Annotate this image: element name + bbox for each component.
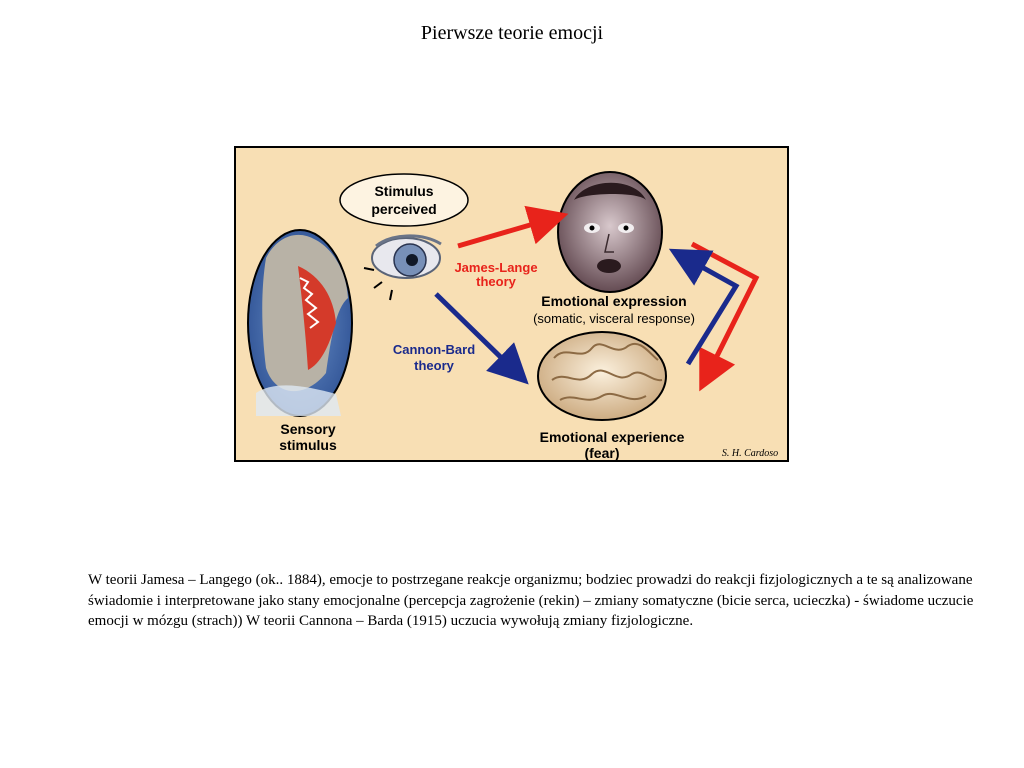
james-lange-line1: James-Lange bbox=[454, 260, 537, 275]
emotional-experience-sub: (fear) bbox=[584, 445, 619, 460]
shark-illustration bbox=[247, 229, 353, 417]
cannon-bard-line1: Cannon-Bard bbox=[393, 342, 475, 357]
diagram-canvas: Stimulus perceived James-Lange theory Ca… bbox=[247, 171, 778, 460]
sensory-stimulus-line2: stimulus bbox=[279, 437, 337, 453]
emotional-expression-label: Emotional expression bbox=[541, 293, 686, 309]
james-lange-line2: theory bbox=[476, 274, 517, 289]
brain-illustration bbox=[537, 331, 667, 421]
stimulus-perceived-bubble bbox=[339, 173, 469, 227]
description-paragraph: W teorii Jamesa – Langego (ok.. 1884), e… bbox=[88, 572, 974, 629]
eye-illustration bbox=[363, 234, 442, 301]
frightened-face-illustration bbox=[557, 171, 663, 293]
feedback-arrows bbox=[668, 241, 760, 392]
emotional-expression-sub: (somatic, visceral response) bbox=[533, 311, 695, 326]
slide-title: Pierwsze teorie emocji bbox=[420, 22, 604, 44]
cannon-bard-arrow bbox=[434, 292, 529, 385]
artist-signature: S. H. Cardoso bbox=[722, 448, 778, 459]
cannon-bard-line2: theory bbox=[414, 358, 455, 373]
stimulus-perceived-line2: perceived bbox=[371, 201, 436, 217]
stimulus-perceived-line1: Stimulus bbox=[374, 183, 433, 199]
emotion-theories-diagram: Stimulus perceived James-Lange theory Ca… bbox=[234, 146, 789, 462]
sensory-stimulus-line1: Sensory bbox=[280, 421, 335, 437]
james-lange-arrow bbox=[457, 205, 569, 249]
emotional-experience-label: Emotional experience bbox=[540, 429, 685, 445]
